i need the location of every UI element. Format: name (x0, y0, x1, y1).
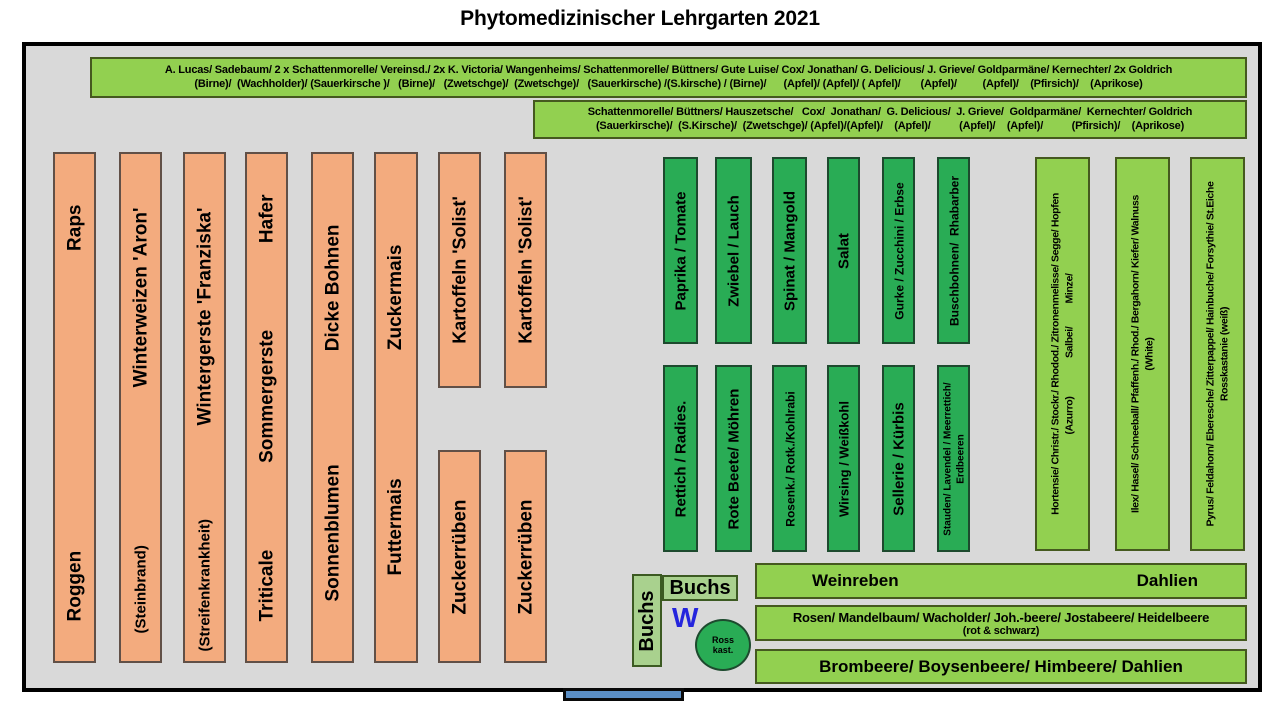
field-label-raps: Raps (63, 204, 85, 251)
hedge-label-buchs-horizontal: Buchs (669, 576, 731, 599)
veg-label-buschbohnen-rhabarber: Buschbohnen/ Rhabarber (946, 175, 961, 326)
veg-bed-zwiebel-lauch: Zwiebel / Lauch (715, 157, 752, 344)
orchard-row-2-names: Schattenmorelle/ Büttners/ Hauszetsche/ … (587, 105, 1193, 118)
field-label-zuckerrueben-1: Zuckerrüben (448, 498, 470, 615)
field-label-dicke-bohnen: Dicke Bohnen (321, 224, 343, 351)
veg-label-stauden-line1: Stauden/ Lavendel / Meerrettich/ (941, 381, 953, 536)
bed-weinreben-dahlien: Weinreben Dahlien (755, 563, 1247, 599)
veg-label-rotebeete-moehren: Rote Beete/ Möhren (725, 388, 742, 529)
veg-bed-sellerie-kuerbis: Sellerie / Kürbis (882, 365, 915, 552)
bed-label-dahlien: Dahlien (1136, 571, 1198, 590)
veg-bed-buschbohnen-rhabarber: Buschbohnen/ Rhabarber (937, 157, 970, 344)
shrub-bed-ilex: Ilex/ Hasel/ Schneeball/ Pfaffenh./ Rhod… (1115, 157, 1170, 551)
veg-bed-rosenkohl-rotkohl-kohlrabi: Rosenk./ Rotk./Kohlrabi (772, 365, 807, 552)
orchard-row-2: Schattenmorelle/ Büttners/ Hauszetsche/ … (533, 100, 1247, 139)
field-strip-zuckerrueben-1: Zuckerrüben (438, 450, 481, 663)
orchard-row-1-species: (Birne)/ (Wachholder)/ (Sauerkirsche )/ … (194, 77, 1143, 90)
field-label-triticale: Triticale (255, 549, 277, 621)
shrub-label-hortensie-line1: Hortensie/ Christr./ Stockr./ Rhodod./ Z… (1048, 193, 1061, 515)
field-label-kartoffeln-1: Kartoffeln 'Solist' (449, 196, 469, 344)
veg-label-zwiebel-lauch: Zwiebel / Lauch (725, 194, 742, 307)
field-label-steinbrand: (Steinbrand) (132, 544, 149, 633)
field-label-winterweizen: Winterweizen 'Aron' (129, 207, 151, 387)
field-strip-winterweizen: (Steinbrand) Winterweizen 'Aron' (119, 152, 162, 663)
field-strip-raps-roggen: Roggen Raps (53, 152, 96, 663)
veg-bed-salat: Salat (827, 157, 860, 344)
veg-label-sellerie-kuerbis: Sellerie / Kürbis (890, 401, 907, 516)
veg-label-spinat-mangold: Spinat / Mangold (781, 190, 798, 311)
shrub-label-hortensie-line2: (Azurro) Salbei/ Minze/ (1062, 273, 1075, 435)
garden-area: A. Lucas/ Sadebaum/ 2 x Schattenmorelle/… (22, 42, 1262, 701)
field-label-sonnenblumen: Sonnenblumen (321, 463, 343, 601)
field-label-wintergerste: Wintergerste 'Franziska' (193, 207, 215, 425)
blue-gate-bar (563, 688, 684, 701)
veg-label-gurke-zucchini-erbse: Gurke / Zucchini / Erbse (891, 181, 906, 320)
bed-brombeere: Brombeere/ Boysenbeere/ Himbeere/ Dahlie… (755, 649, 1247, 684)
veg-bed-gurke-zucchini-erbse: Gurke / Zucchini / Erbse (882, 157, 915, 344)
shrub-label-pyrus-line2: Rosskastanie (weiß) (1217, 306, 1230, 402)
hedge-buchs-horizontal: Buchs (662, 575, 738, 601)
veg-bed-rotebeete-moehren: Rote Beete/ Möhren (715, 365, 752, 552)
field-label-hafer: Hafer (255, 194, 277, 243)
orchard-row-1-names: A. Lucas/ Sadebaum/ 2 x Schattenmorelle/… (164, 63, 1173, 76)
veg-label-stauden-line2: Erdbeeren (954, 433, 966, 484)
hedge-buchs-vertical: Buchs (632, 574, 662, 667)
hedge-label-buchs-vertical: Buchs (635, 589, 658, 652)
field-strip-kartoffeln-1: Kartoffeln 'Solist' (438, 152, 481, 388)
field-strip-wintergerste: (Streifenkrankheit) Wintergerste 'Franzi… (183, 152, 226, 663)
field-label-streifenkrankheit: (Streifenkrankheit) (196, 518, 213, 651)
field-label-zuckermais: Zuckermais (385, 244, 406, 350)
field-label-roggen: Roggen (63, 550, 85, 621)
shrub-label-ilex-line1: Ilex/ Hasel/ Schneeball/ Pfaffenh./ Rhod… (1128, 195, 1141, 513)
veg-label-rosenkohl-rotkohl-kohlrabi: Rosenk./ Rotk./Kohlrabi (782, 390, 797, 527)
veg-label-wirsing-weisskohl: Wirsing / Weißkohl (836, 400, 851, 517)
shrub-bed-pyrus: Pyrus/ Feldahorn/ Eberesche/ Zitterpappe… (1190, 157, 1245, 551)
bed-label-brombeere: Brombeere/ Boysenbeere/ Himbeere/ Dahlie… (819, 656, 1183, 676)
veg-bed-spinat-mangold: Spinat / Mangold (772, 157, 807, 344)
rosskastanie-circle: Ross kast. (695, 619, 751, 671)
bed-label-rosen-line1: Rosen/ Mandelbaum/ Wacholder/ Joh.-beere… (792, 609, 1210, 625)
veg-bed-rettich-radies: Rettich / Radies. (663, 365, 698, 552)
page-title: Phytomedizinischer Lehrgarten 2021 (460, 7, 820, 30)
field-strip-kartoffeln-2: Kartoffeln 'Solist' (504, 152, 547, 388)
rosskastanie-label-line1: Ross (711, 634, 734, 645)
bed-label-rosen-line2: (rot & schwarz) (962, 624, 1040, 637)
w-marker: W (672, 602, 699, 633)
field-label-zuckerrueben-2: Zuckerrüben (514, 498, 536, 615)
field-strip-bohnen-sonnenblumen: Sonnenblumen Dicke Bohnen (311, 152, 354, 663)
shrub-label-ilex-line2: (White) (1142, 337, 1155, 371)
orchard-row-1: A. Lucas/ Sadebaum/ 2 x Schattenmorelle/… (90, 57, 1247, 98)
veg-label-rettich-radies: Rettich / Radies. (672, 400, 689, 517)
veg-bed-stauden-lavendel: Stauden/ Lavendel / Meerrettich/ Erdbeer… (937, 365, 970, 552)
veg-label-paprika-tomate: Paprika / Tomate (672, 191, 689, 310)
shrub-label-pyrus-line1: Pyrus/ Feldahorn/ Eberesche/ Zitterpappe… (1203, 181, 1216, 527)
field-strip-getreide: Triticale Sommergerste Hafer (245, 152, 288, 663)
veg-bed-paprika-tomate: Paprika / Tomate (663, 157, 698, 344)
rosskastanie-label-line2: kast. (712, 645, 734, 655)
veg-label-salat: Salat (835, 232, 852, 269)
veg-bed-wirsing-weisskohl: Wirsing / Weißkohl (827, 365, 860, 552)
field-strip-zuckerrueben-2: Zuckerrüben (504, 450, 547, 663)
field-label-sommergerste: Sommergerste (255, 329, 277, 463)
bed-rosen-beeren: Rosen/ Mandelbaum/ Wacholder/ Joh.-beere… (755, 605, 1247, 641)
bed-label-weinreben: Weinreben (812, 571, 899, 590)
orchard-row-2-species: (Sauerkirsche)/ (S.Kirsche)/ (Zwetschge)… (595, 119, 1185, 132)
shrub-bed-hortensie: Hortensie/ Christr./ Stockr./ Rhodod./ Z… (1035, 157, 1090, 551)
field-label-kartoffeln-2: Kartoffeln 'Solist' (515, 196, 535, 344)
field-strip-mais: Futtermais Zuckermais (374, 152, 418, 663)
field-label-futtermais: Futtermais (385, 477, 406, 575)
